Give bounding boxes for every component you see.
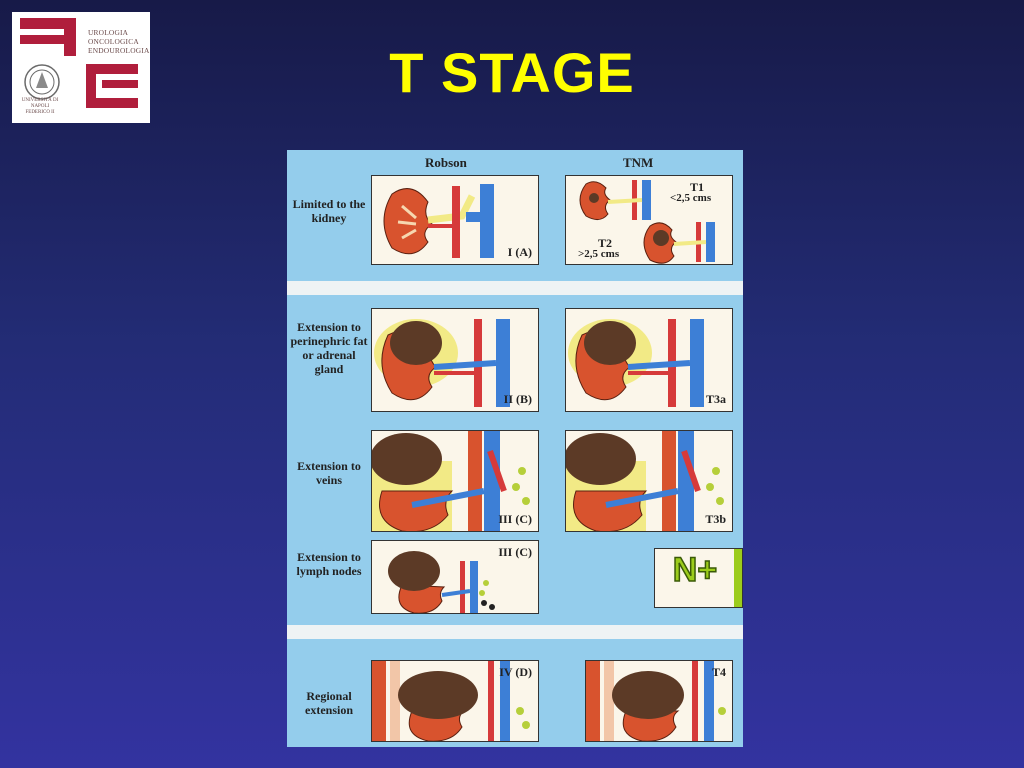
kidney-illustration	[374, 319, 510, 407]
row-label-limited: Limited to the kidney	[292, 197, 366, 225]
logo-university: UNIVERSITÀ DI NAPOLI FEDERICO II	[21, 98, 59, 115]
stage-label-t3a: T3a	[705, 392, 726, 406]
kidney-illustration	[388, 551, 495, 613]
panel-robson-i: I (A)	[371, 175, 539, 265]
panel-tnm-t3b: T3b	[565, 430, 733, 532]
panel-tnm-t4: T4	[585, 660, 733, 742]
stage-label-nplus: N+	[672, 550, 718, 590]
row-label-perinephric: Extension to perinephric fat or adrenal …	[290, 320, 368, 376]
panel-tnm-t1-t2: T1 <2,5 cms T2 >2,5 cms	[565, 175, 733, 265]
column-header-tnm: TNM	[623, 155, 654, 170]
stage-label-t2: T2	[598, 236, 613, 250]
kidney-illustration	[586, 661, 726, 741]
kidney-illustration	[383, 184, 494, 258]
stage-label-robson-i: I (A)	[507, 245, 532, 259]
stage-label-t3b: T3b	[705, 512, 726, 526]
university-logo: UROLOGIA ONCOLOGICA ENDOUROLOGIA UNIVERS…	[12, 12, 150, 123]
row-divider	[287, 281, 743, 295]
row-divider	[287, 625, 743, 639]
panel-robson-iii-veins: III (C)	[371, 430, 539, 532]
kidney-illustration	[566, 431, 724, 531]
stage-label-t4: T4	[711, 665, 726, 679]
size-label-t1: <2,5 cms	[670, 192, 712, 204]
column-header-robson: Robson	[425, 155, 467, 170]
logo-line: ENDOUROLOGIA	[88, 46, 150, 55]
size-label-t2: >2,5 cms	[578, 248, 620, 260]
kidney-illustration	[372, 431, 530, 531]
stage-label-robson-iii-veins: III (C)	[498, 512, 532, 526]
panel-tnm-t3a: T3a	[565, 308, 733, 412]
row-label-veins: Extension to veins	[297, 459, 361, 487]
panel-robson-iii-lymph: III (C)	[371, 540, 539, 614]
kidney-illustration	[568, 319, 704, 407]
row-label-regional: Regional extension	[305, 689, 353, 717]
stage-label-robson-iv: IV (D)	[499, 665, 532, 679]
panel-robson-ii: II (B)	[371, 308, 539, 412]
stage-label-robson-iii-lymph: III (C)	[498, 545, 532, 559]
logo-line: UROLOGIA	[88, 28, 129, 37]
staging-figure: Robson TNM Limited to the kidney Extensi…	[287, 150, 743, 747]
logo-mark	[20, 18, 138, 108]
row-label-lymph: Extension to lymph nodes	[296, 550, 362, 578]
slide-title: T STAGE	[389, 41, 635, 104]
panel-tnm-nplus: N+	[654, 548, 743, 608]
stage-label-robson-ii: II (B)	[503, 392, 532, 406]
kidney-illustration	[372, 661, 530, 741]
logo-line: ONCOLOGICA	[88, 37, 139, 46]
nplus-accent	[734, 549, 742, 607]
kidney-illustration	[579, 180, 715, 264]
panel-robson-iv: IV (D)	[371, 660, 539, 742]
stage-label-t1: T1	[690, 180, 705, 194]
